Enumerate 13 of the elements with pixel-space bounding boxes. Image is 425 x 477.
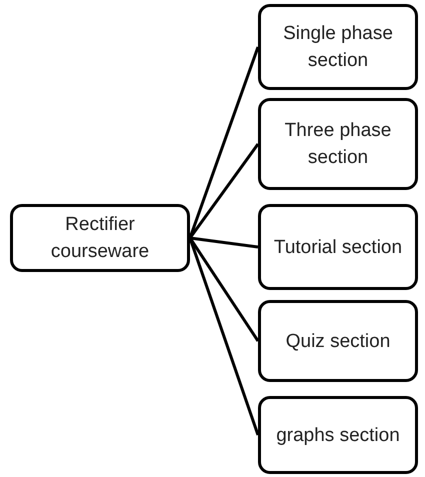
rounded-box xyxy=(258,396,418,474)
node-label: Three phase section xyxy=(284,119,392,170)
node-label: Single phase section xyxy=(282,22,394,73)
node-label: Rectifier courseware xyxy=(50,213,150,264)
node-label: Quiz section xyxy=(286,330,390,354)
node-label: Tutorial section xyxy=(274,236,402,260)
node-label: graphs section xyxy=(276,424,400,448)
rounded-box xyxy=(258,300,418,382)
rounded-box xyxy=(258,98,418,190)
connector-line xyxy=(190,236,258,248)
rounded-box xyxy=(258,4,418,90)
rounded-box xyxy=(258,204,418,290)
rounded-box xyxy=(10,204,190,272)
